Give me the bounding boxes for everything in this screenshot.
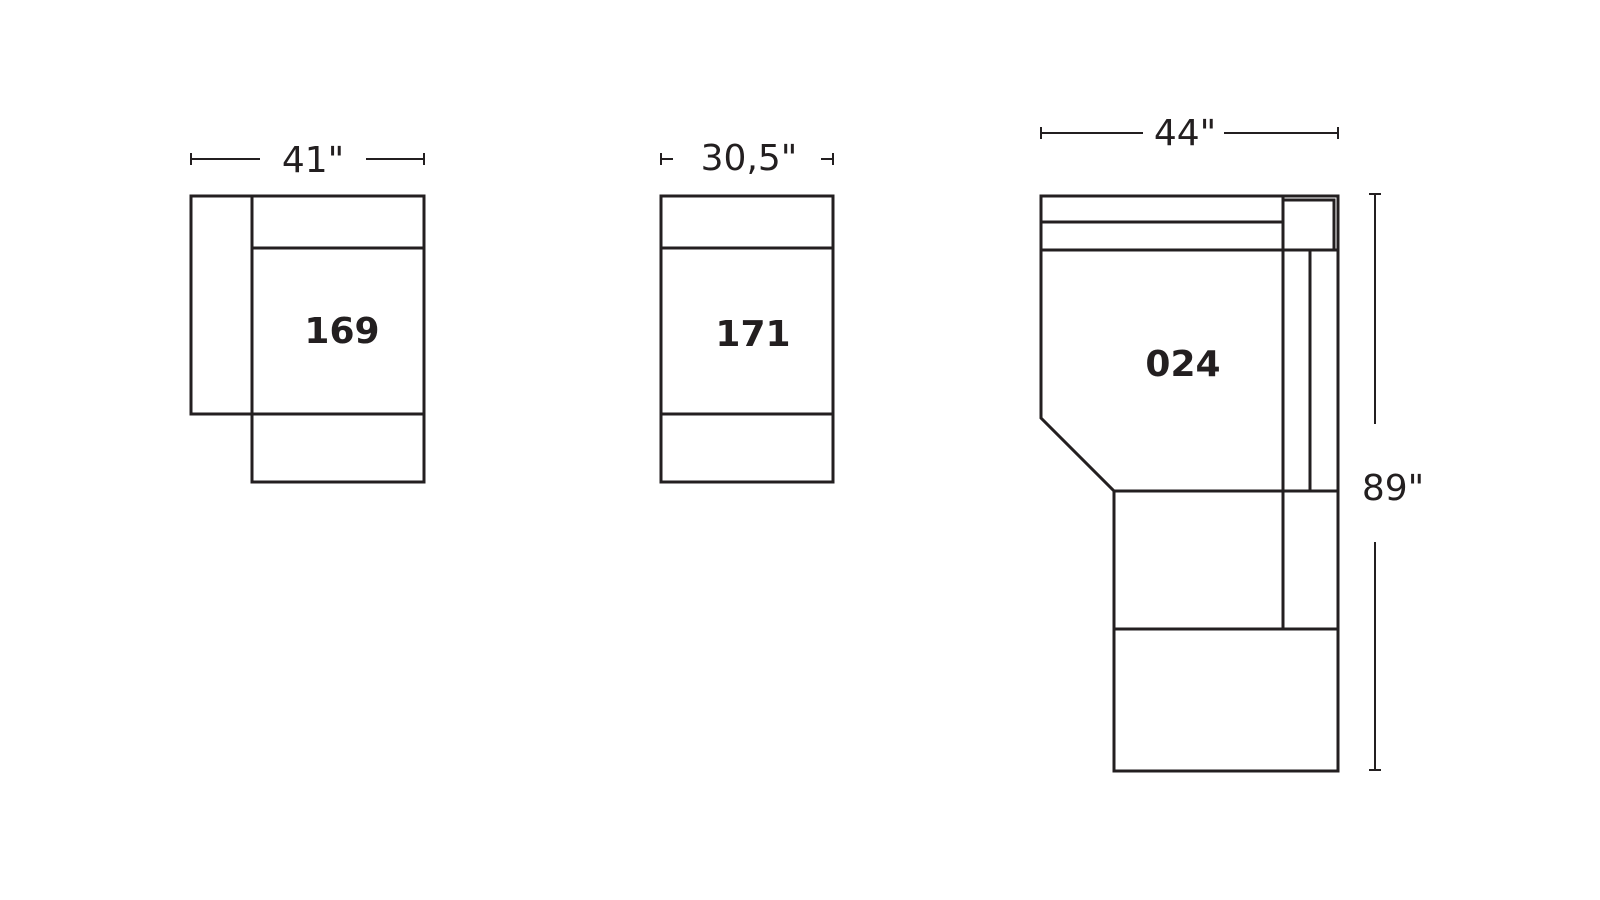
width-label-024: 44" [1154, 113, 1216, 154]
module-outer-outline [1039, 194, 1340, 773]
plan-outline-171 [659, 194, 835, 484]
backrest [250, 194, 426, 250]
depth-label-024: 89" [1362, 468, 1424, 509]
module-171: 30,5" 171 [659, 138, 835, 484]
corner-block [1281, 198, 1336, 252]
width-dimension-169: 41" [190, 140, 425, 181]
armrest [189, 194, 254, 416]
backrest [659, 194, 835, 250]
depth-dimension-024: 89" [1362, 193, 1424, 771]
model-number-024: 024 [1145, 344, 1220, 385]
model-number-169: 169 [304, 311, 379, 352]
front-cushion [659, 412, 835, 484]
width-label-171: 30,5" [701, 138, 798, 179]
plan-outline-024 [1039, 194, 1340, 773]
width-label-169: 41" [282, 140, 344, 181]
width-dimension-024: 44" [1040, 113, 1339, 154]
width-dimension-171: 30,5" [660, 138, 834, 179]
plan-outline-169 [189, 194, 426, 484]
model-number-171: 171 [715, 314, 790, 355]
front-cushion [250, 412, 426, 484]
module-024: 44" 89" 024 [1039, 113, 1424, 773]
module-169: 41" 169 [189, 140, 426, 484]
